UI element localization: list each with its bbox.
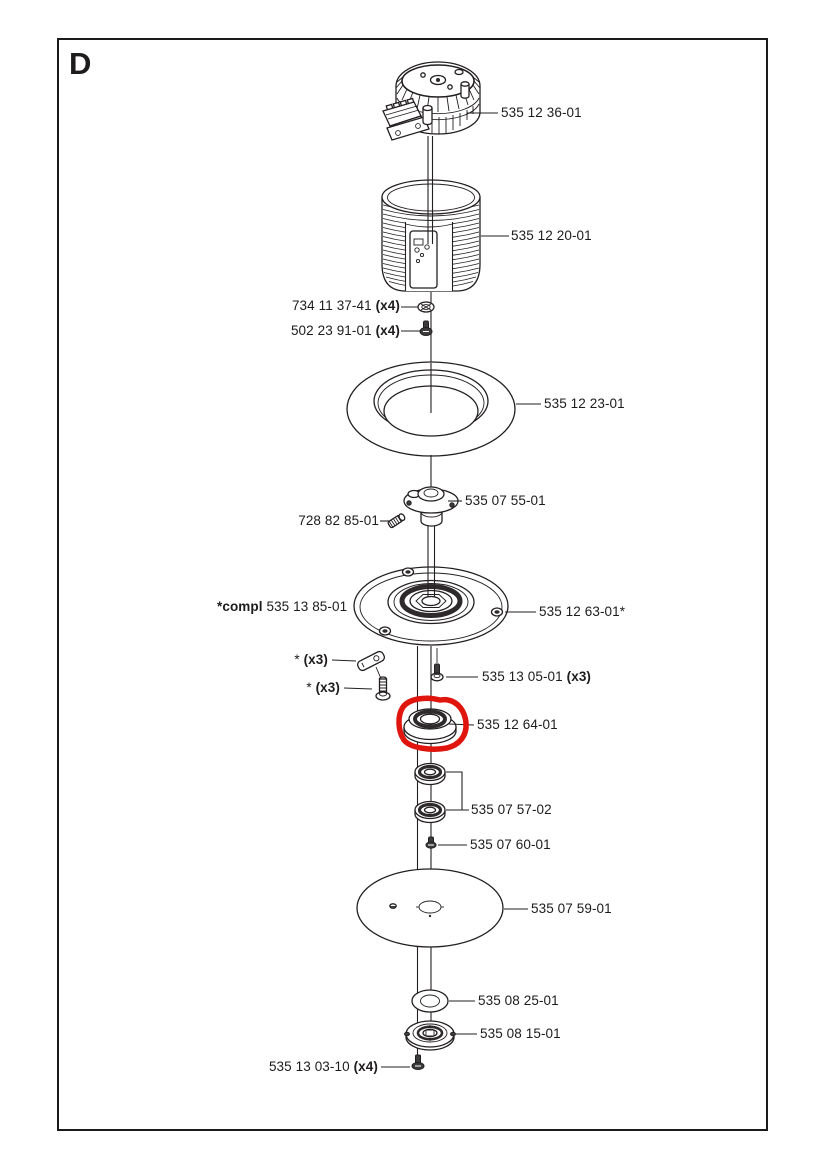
- plate-screw-drawing: [430, 663, 444, 682]
- part-label-compl-535-13-85-01: *compl 535 13 85-01: [217, 599, 347, 614]
- part-label-535-08-15-01: 535 08 15-01: [480, 1026, 561, 1041]
- part-label-535-12-63-01: 535 12 63-01*: [539, 604, 625, 619]
- part-label-535-12-64-01: 535 12 64-01: [477, 717, 558, 732]
- part-label-535-12-20-01: 535 12 20-01: [511, 228, 592, 243]
- label-text: 535 13 03-10: [268, 1059, 354, 1075]
- flange-hub-drawing: [404, 1020, 456, 1051]
- label-text: 535 07 57-02: [471, 802, 552, 818]
- blade-screw-drawing: [375, 676, 391, 701]
- label-text: 502 23 91-01: [290, 323, 376, 339]
- part-label-502-23-91-01: 502 23 91-01 (x4): [291, 323, 400, 338]
- label-text: 535 07 60-01: [470, 837, 551, 853]
- section-letter: D: [69, 46, 92, 81]
- part-label-535-12-36-01: 535 12 36-01: [501, 105, 582, 120]
- part-label-535-13-05-01: 535 13 05-01 (x3): [482, 669, 591, 684]
- label-text: 734 11 37-41: [291, 298, 376, 314]
- label-text: 535 08 15-01: [480, 1026, 561, 1042]
- motor-connector-block: [382, 97, 430, 141]
- label-text: 535 07 55-01: [465, 493, 546, 509]
- label-text-post: 535 13 85-01: [262, 599, 348, 615]
- label-qty: (x3): [566, 669, 592, 685]
- label-qty: (x4): [375, 323, 400, 339]
- motor-drawing: [382, 61, 481, 141]
- part-label-blade-screw-x3: * (x3): [306, 680, 340, 695]
- part-label-blade-x3: * (x3): [294, 652, 328, 667]
- washer-drawing: [411, 989, 449, 1013]
- label-text: 535 13 05-01: [482, 669, 567, 685]
- part-label-535-13-03-10: 535 13 03-10 (x4): [269, 1059, 378, 1074]
- part-label-535-07-60-01: 535 07 60-01: [470, 837, 551, 852]
- label-text: 535 07 59-01: [531, 901, 612, 917]
- hub-drawing: [403, 486, 459, 527]
- leader-lines: [331, 112, 541, 1068]
- label-text: 535 12 23-01: [544, 396, 625, 412]
- label-text: 728 82 85-01: [298, 513, 379, 529]
- label-text: 535 08 25-01: [478, 993, 559, 1009]
- label-qty: (x4): [353, 1059, 378, 1075]
- bearing-pair-drawing: [414, 762, 446, 824]
- cylinder-window-card: [409, 230, 438, 289]
- part-label-734-11-37-41: 734 11 37-41 (x4): [292, 298, 400, 313]
- label-compl: *compl: [217, 599, 263, 615]
- bottom-screw-drawing: [411, 1054, 425, 1070]
- highlight-marker: [396, 695, 469, 752]
- part-label-535-07-57-02: 535 07 57-02: [471, 802, 552, 817]
- label-qty: (x4): [375, 298, 400, 314]
- label-qty: (x3): [303, 652, 328, 668]
- plate-drawing: [353, 566, 509, 646]
- blade-drawing: [356, 650, 386, 672]
- part-label-535-08-25-01: 535 08 25-01: [478, 993, 559, 1008]
- highlighted-bearing-drawing: [403, 708, 457, 745]
- plate-rivets: [378, 567, 504, 636]
- label-text: 535 12 20-01: [511, 228, 592, 244]
- disc-drawing: [356, 868, 504, 948]
- part-label-535-12-23-01: 535 12 23-01: [544, 396, 625, 411]
- screw-set-drawing: [419, 320, 433, 336]
- label-qty: (x3): [315, 680, 340, 696]
- label-text: 535 12 64-01: [477, 717, 558, 733]
- label-text: *: [306, 680, 316, 696]
- washer-set-drawing: [417, 301, 435, 313]
- part-label-535-07-59-01: 535 07 59-01: [531, 901, 612, 916]
- label-text: *: [294, 652, 304, 668]
- small-screw-drawing: [425, 836, 437, 849]
- set-screw-drawing: [387, 513, 406, 529]
- cylinder-housing-drawing: [381, 179, 481, 292]
- part-label-728-82-85-01: 728 82 85-01: [298, 513, 379, 528]
- label-text: 535 12 36-01: [501, 105, 582, 121]
- part-label-535-07-55-01: 535 07 55-01: [465, 493, 546, 508]
- label-text: 535 12 63-01*: [539, 604, 626, 620]
